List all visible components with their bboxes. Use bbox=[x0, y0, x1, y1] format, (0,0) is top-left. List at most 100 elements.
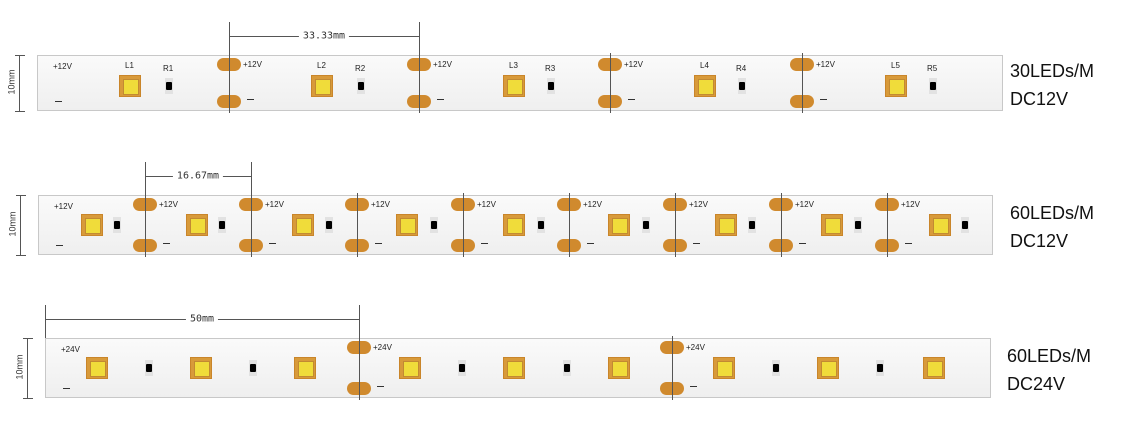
voltage-label: +12V bbox=[901, 200, 920, 209]
voltage-label: +12V bbox=[54, 202, 73, 211]
led-chip bbox=[929, 214, 951, 236]
minus-label bbox=[905, 243, 912, 244]
spec-led-density: 60LEDs/M bbox=[1007, 346, 1092, 366]
led-chip bbox=[294, 357, 316, 379]
resistor bbox=[430, 217, 438, 233]
led-chip bbox=[817, 357, 839, 379]
minus-label bbox=[269, 243, 276, 244]
cut-line bbox=[357, 193, 358, 257]
led-chip bbox=[885, 75, 907, 97]
resistor bbox=[165, 78, 173, 94]
resistor bbox=[738, 78, 746, 94]
resistor bbox=[854, 217, 862, 233]
led-chip bbox=[292, 214, 314, 236]
voltage-label: +12V bbox=[816, 60, 835, 69]
resistor-label: R1 bbox=[163, 64, 174, 73]
spec-voltage: DC12V bbox=[1010, 89, 1069, 109]
width-tick bbox=[16, 195, 26, 196]
spec-led-density: 60LEDs/M bbox=[1010, 203, 1095, 223]
led-chip bbox=[399, 357, 421, 379]
led-chip bbox=[821, 214, 843, 236]
led-chip bbox=[119, 75, 141, 97]
resistor bbox=[249, 360, 257, 376]
resistor bbox=[325, 217, 333, 233]
led-chip bbox=[503, 357, 525, 379]
pitch-ext-line bbox=[145, 162, 146, 195]
pitch-ext-line bbox=[229, 22, 230, 55]
voltage-label: +24V bbox=[686, 343, 705, 352]
cut-line bbox=[781, 193, 782, 257]
cut-line bbox=[419, 22, 420, 113]
resistor bbox=[876, 360, 884, 376]
voltage-label: +24V bbox=[61, 345, 80, 354]
cut-line bbox=[251, 162, 252, 257]
width-label: 10mm bbox=[7, 211, 18, 237]
led-chip bbox=[186, 214, 208, 236]
resistor bbox=[537, 217, 545, 233]
led-label: L1 bbox=[125, 61, 134, 70]
led-chip bbox=[694, 75, 716, 97]
pitch-ext-line bbox=[45, 305, 46, 338]
pitch-label: 33.33mm bbox=[298, 30, 350, 42]
voltage-label: +12V bbox=[159, 200, 178, 209]
led-label: L4 bbox=[700, 61, 709, 70]
voltage-label: +12V bbox=[371, 200, 390, 209]
width-dimension-line bbox=[19, 55, 20, 111]
led-chip bbox=[715, 214, 737, 236]
width-dimension-line bbox=[20, 195, 21, 255]
voltage-label: +12V bbox=[583, 200, 602, 209]
led-chip bbox=[311, 75, 333, 97]
resistor bbox=[218, 217, 226, 233]
voltage-label: +12V bbox=[243, 60, 262, 69]
cut-line bbox=[675, 193, 676, 257]
resistor-label: R2 bbox=[355, 64, 366, 73]
voltage-label: +12V bbox=[689, 200, 708, 209]
cut-line bbox=[610, 53, 611, 113]
voltage-label: +12V bbox=[477, 200, 496, 209]
cut-line bbox=[569, 193, 570, 257]
led-chip bbox=[923, 357, 945, 379]
minus-label bbox=[375, 243, 382, 244]
resistor bbox=[772, 360, 780, 376]
spec-led-density: 30LEDs/M bbox=[1010, 61, 1095, 81]
minus-label bbox=[437, 99, 444, 100]
led-chip bbox=[81, 214, 103, 236]
voltage-label: +24V bbox=[373, 343, 392, 352]
minus-label bbox=[377, 386, 384, 387]
led-label: L3 bbox=[509, 61, 518, 70]
led-chip bbox=[608, 357, 630, 379]
led-chip bbox=[86, 357, 108, 379]
led-label: L5 bbox=[891, 61, 900, 70]
voltage-label: +12V bbox=[795, 200, 814, 209]
width-tick bbox=[23, 398, 33, 399]
pitch-label: 50mm bbox=[185, 313, 219, 325]
led-chip bbox=[713, 357, 735, 379]
cut-line bbox=[359, 305, 360, 400]
width-tick bbox=[16, 255, 26, 256]
resistor bbox=[113, 217, 121, 233]
minus-label bbox=[587, 243, 594, 244]
resistor bbox=[748, 217, 756, 233]
resistor bbox=[563, 360, 571, 376]
minus-label bbox=[693, 243, 700, 244]
resistor bbox=[357, 78, 365, 94]
resistor bbox=[145, 360, 153, 376]
minus-label bbox=[247, 99, 254, 100]
resistor bbox=[547, 78, 555, 94]
resistor-label: R5 bbox=[927, 64, 938, 73]
voltage-label: +12V bbox=[265, 200, 284, 209]
resistor bbox=[961, 217, 969, 233]
resistor bbox=[458, 360, 466, 376]
resistor bbox=[642, 217, 650, 233]
resistor-label: R3 bbox=[545, 64, 556, 73]
led-label: L2 bbox=[317, 61, 326, 70]
width-tick bbox=[15, 111, 25, 112]
minus-label bbox=[820, 99, 827, 100]
voltage-label: +12V bbox=[624, 60, 643, 69]
minus-label bbox=[799, 243, 806, 244]
led-chip bbox=[396, 214, 418, 236]
led-chip bbox=[190, 357, 212, 379]
width-tick bbox=[23, 338, 33, 339]
minus-label bbox=[163, 243, 170, 244]
led-chip bbox=[608, 214, 630, 236]
